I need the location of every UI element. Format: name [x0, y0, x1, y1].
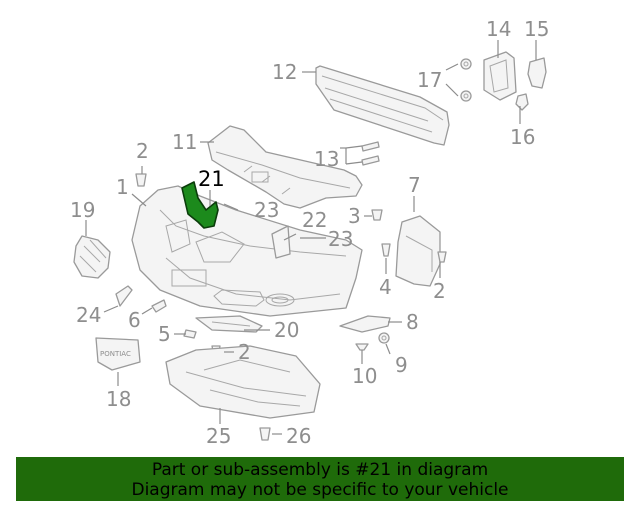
push-retainer-part[interactable]	[515, 93, 529, 111]
banner-line-disclaimer: Diagram may not be specific to your vehi…	[131, 480, 509, 500]
callout-1: 1	[116, 175, 129, 199]
side-support-part[interactable]	[527, 57, 547, 89]
callout-9: 9	[395, 353, 408, 377]
callout-26: 26	[286, 424, 311, 448]
fog-lamp-cover-part[interactable]	[73, 235, 111, 279]
fastener-2-right[interactable]	[437, 251, 447, 263]
lower-bracket-part[interactable]	[395, 215, 441, 287]
callout-12: 12	[272, 60, 297, 84]
callout-5: 5	[158, 322, 171, 346]
callout-4: 4	[379, 275, 392, 299]
callout-16: 16	[510, 125, 535, 149]
callout-2-right: 2	[433, 279, 446, 303]
callout-20: 20	[274, 318, 299, 342]
impact-bar-part[interactable]	[315, 65, 450, 146]
nut-upper[interactable]	[460, 58, 472, 70]
nut-lower[interactable]	[460, 90, 472, 102]
callout-17: 17	[417, 68, 442, 92]
callout-15: 15	[524, 17, 549, 41]
side-bracket-24[interactable]	[115, 285, 133, 307]
callout-11: 11	[172, 130, 197, 154]
callout-6: 6	[128, 308, 141, 332]
fastener-10[interactable]	[355, 343, 369, 351]
bolt-4[interactable]	[381, 243, 391, 257]
callout-2-lower: 2	[238, 340, 251, 364]
callout-8: 8	[406, 310, 419, 334]
callout-25: 25	[206, 424, 231, 448]
lower-splash-shield-part[interactable]	[165, 345, 321, 419]
callout-10: 10	[352, 364, 377, 388]
callout-18: 18	[106, 387, 131, 411]
leader-lines	[85, 40, 537, 435]
bracket-22[interactable]	[271, 225, 291, 259]
callout-19: 19	[70, 198, 95, 222]
fastener-2-top[interactable]	[135, 173, 147, 187]
air-deflector-part[interactable]	[339, 315, 391, 333]
lower-grille-part[interactable]	[195, 315, 263, 333]
highlighted-part-21[interactable]	[181, 181, 219, 229]
callout-14: 14	[486, 17, 511, 41]
banner-line-part-info: Part or sub-assembly is #21 in diagram	[151, 460, 489, 480]
emblem-part[interactable]: PONTIAC	[95, 337, 141, 371]
callout-13: 13	[314, 147, 339, 171]
callout-3: 3	[348, 204, 361, 228]
callout-24: 24	[76, 303, 101, 327]
bolt-3[interactable]	[371, 209, 383, 221]
callout-23-lower: 23	[328, 227, 353, 251]
info-banner: Part or sub-assembly is #21 in diagram D…	[16, 457, 624, 501]
callout-2-top: 2	[136, 139, 149, 163]
emblem-text: PONTIAC	[100, 350, 131, 358]
energy-absorber-part[interactable]	[207, 125, 363, 209]
callout-22: 22	[302, 208, 327, 232]
screw-pair-part[interactable]	[361, 141, 380, 166]
front-bumper-fascia-part[interactable]	[131, 185, 363, 317]
mounting-bracket-part[interactable]	[483, 51, 517, 101]
callout-21: 21	[198, 167, 225, 191]
clip-6[interactable]	[151, 299, 167, 313]
callout-7: 7	[408, 173, 421, 197]
callout-23-upper: 23	[254, 198, 279, 222]
parts-diagram: PONTIAC	[70, 17, 549, 448]
fastener-9[interactable]	[378, 332, 390, 344]
bolt-26[interactable]	[259, 427, 271, 441]
